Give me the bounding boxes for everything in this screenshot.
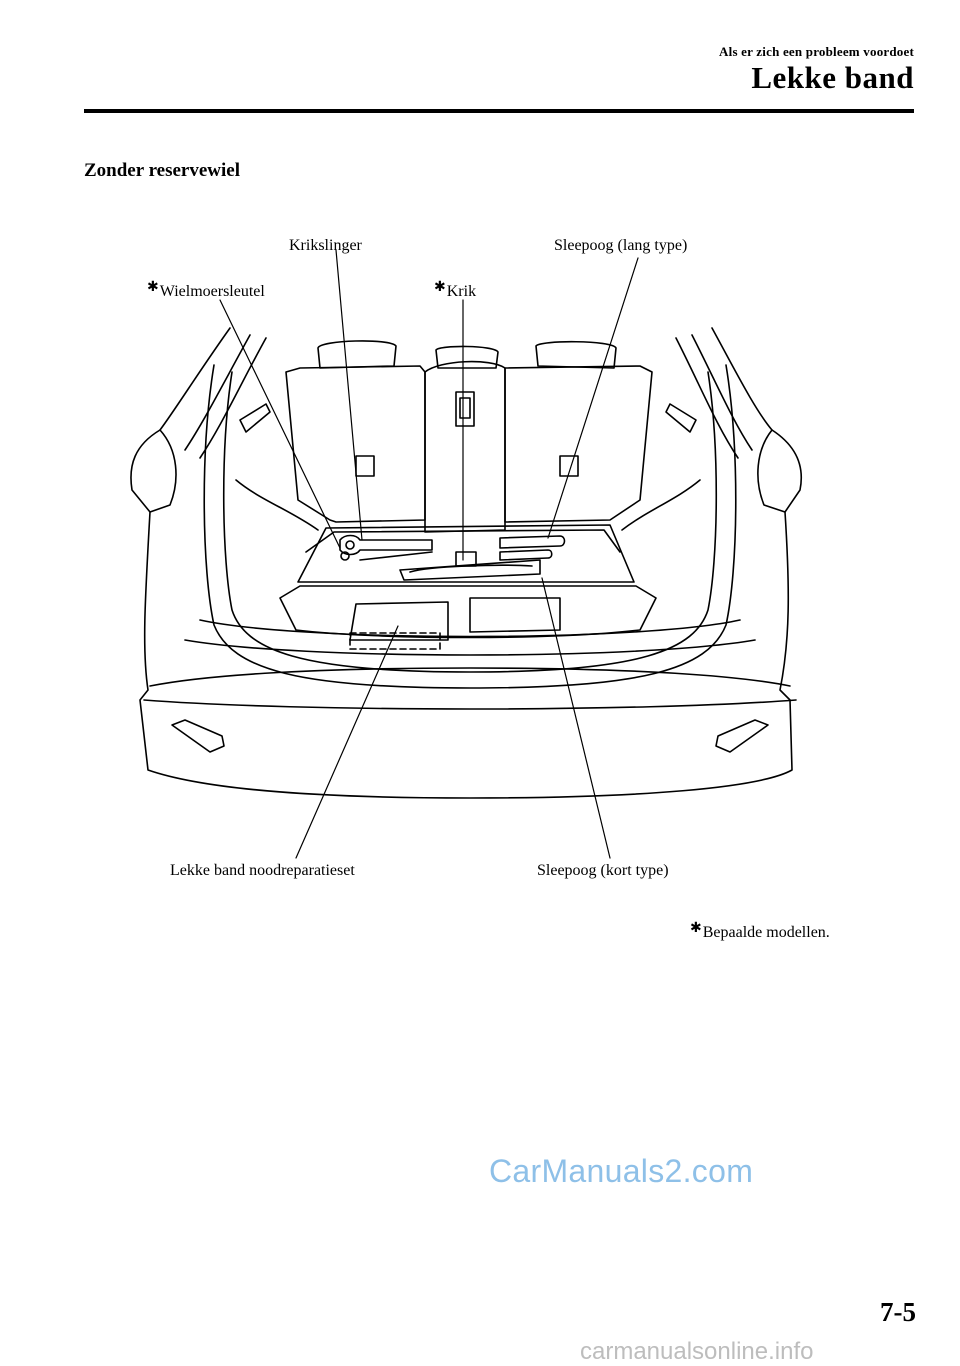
section-title: Zonder reservewiel [84, 160, 241, 181]
label-wielmoersleutel: ✱Wielmoersleutel [147, 280, 265, 300]
page-number: 7-5 [880, 1297, 916, 1327]
label-sleepoog-lang: Sleepoog (lang type) [554, 237, 688, 254]
page-title: Lekke band [751, 60, 914, 95]
chapter-heading: Als er zich een probleem voordoet [719, 44, 914, 59]
rear-seatbacks [235, 340, 701, 533]
footnote-star-icon: ✱ [690, 921, 702, 936]
footnote-star-icon: ✱ [147, 280, 159, 295]
label-sleepoog-kort: Sleepoog (kort type) [537, 862, 669, 879]
label-krikslinger: Krikslinger [289, 237, 362, 254]
label-reparatieset: Lekke band noodreparatieset [170, 862, 355, 879]
car-body-outline [130, 327, 802, 799]
tool-tray [279, 524, 657, 650]
label-krik: ✱Krik [434, 280, 477, 300]
leader-lines [219, 249, 639, 859]
watermark: CarManuals2.com [489, 1153, 754, 1189]
footer-url: carmanualsonline.info [580, 1338, 814, 1365]
footnote: ✱Bepaalde modellen. [690, 921, 830, 941]
header-divider [84, 109, 914, 113]
footnote-star-icon: ✱ [434, 280, 446, 295]
